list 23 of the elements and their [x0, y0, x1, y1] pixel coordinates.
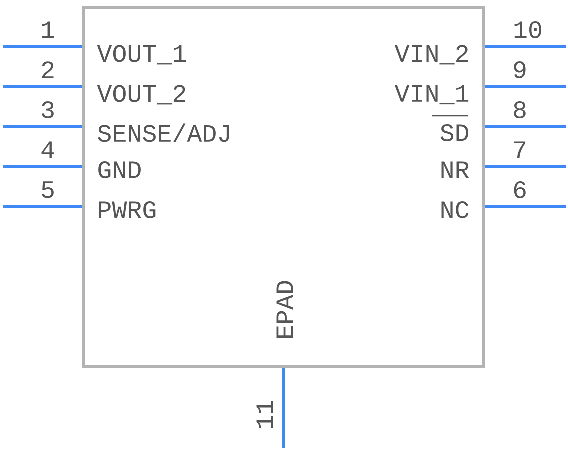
pin-name: EPAD [276, 281, 294, 338]
pin-name: VOUT_1 [97, 45, 186, 65]
pin-number: 3 [42, 102, 54, 118]
pin-name: GND [98, 162, 141, 178]
pin-number: 6 [514, 182, 526, 198]
pin-number: 11 [256, 401, 274, 428]
pin-name: NC [442, 202, 469, 218]
ic-body [82, 6, 486, 368]
pin-number: 4 [42, 142, 54, 158]
pin-number: 1 [42, 22, 54, 38]
pin-number: 7 [514, 142, 526, 158]
pin-number: 2 [42, 62, 54, 78]
pin-name: PWRG [99, 202, 156, 218]
pin-number: 8 [514, 102, 526, 118]
pin-name: VIN_1 [394, 85, 469, 105]
pin-name: SENSE/ADJ [98, 124, 230, 142]
pin-number: 9 [514, 62, 526, 78]
pin-name: SD [440, 124, 469, 142]
pin-name: VIN_2 [394, 45, 468, 65]
pin-number: 10 [514, 22, 542, 38]
pin-number: 5 [42, 182, 54, 198]
pin-name: NR [442, 162, 470, 178]
pin-name: VOUT_2 [97, 85, 186, 105]
